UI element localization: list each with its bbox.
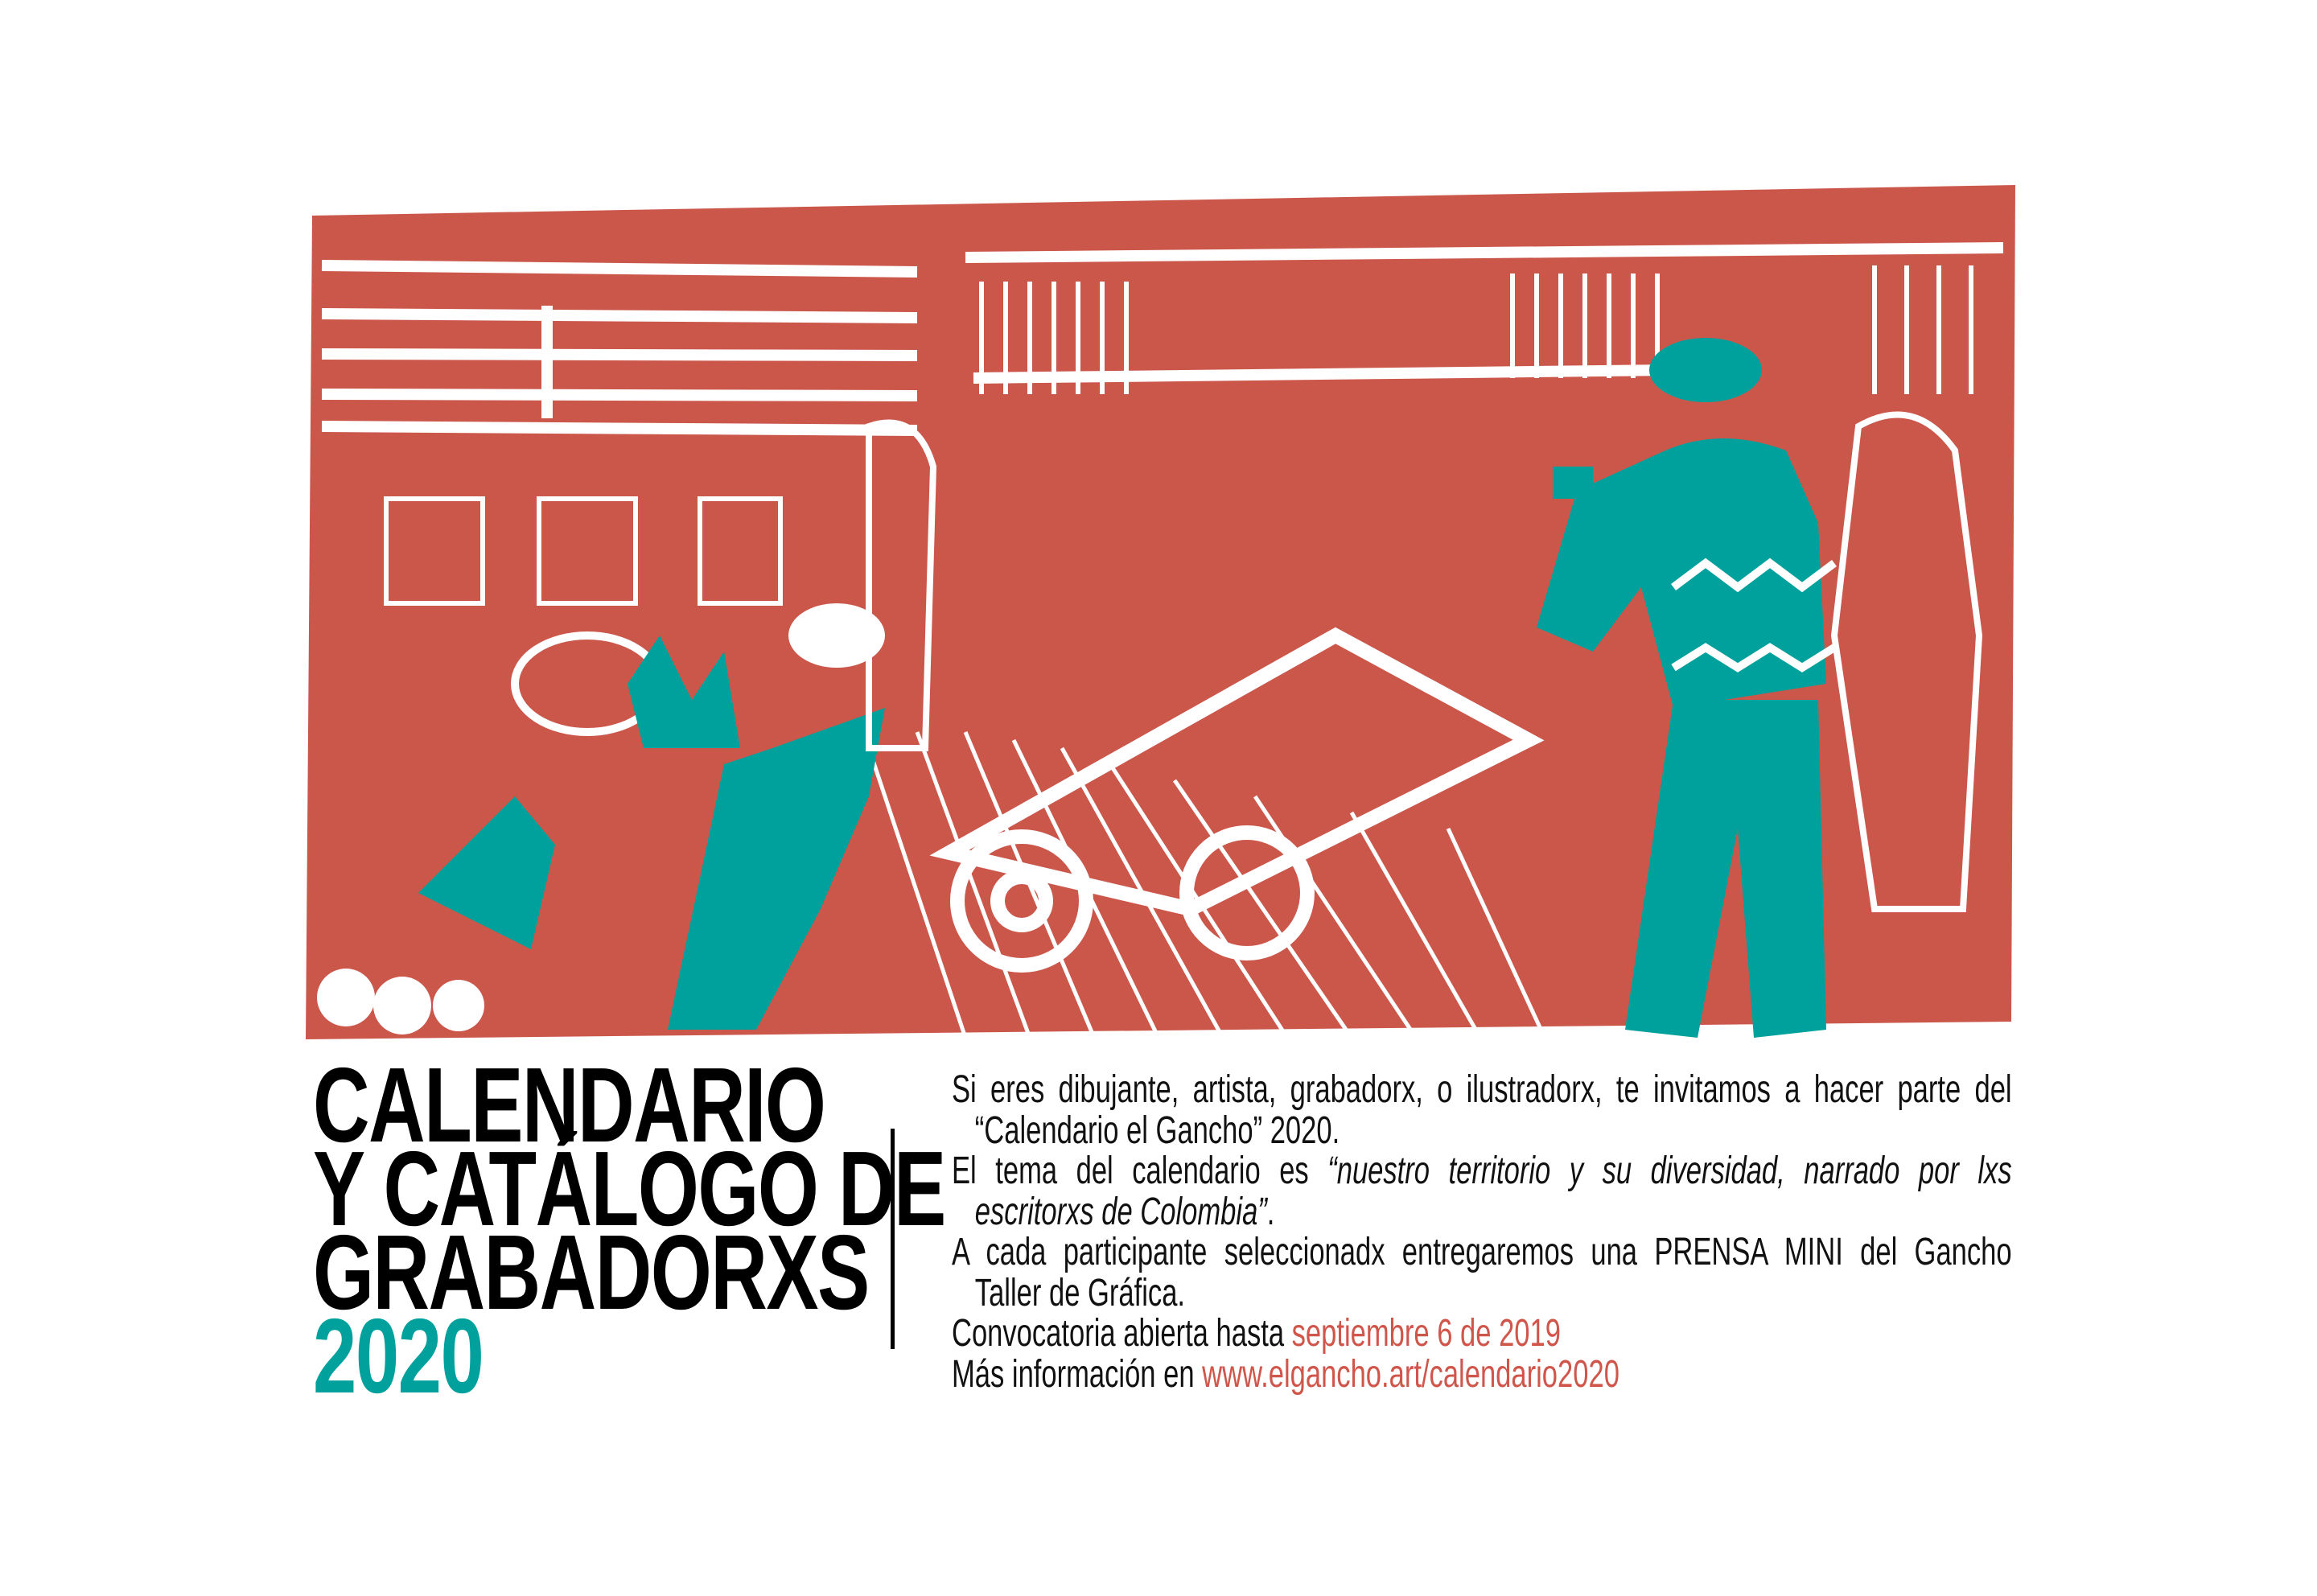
invite-line-1: Si eres dibujante, artista, grabadorx, o… <box>952 1068 2012 1111</box>
theme-quote-1: “nuestro territorio y su diversidad, nar… <box>1327 1150 2012 1192</box>
title-year: 2020 <box>313 1297 484 1415</box>
linocut-illustration <box>306 185 2015 1039</box>
cart-icon <box>929 627 1545 973</box>
vertical-divider <box>891 1129 895 1349</box>
deadline-date: septiembre 6 de 2019 <box>1291 1312 1561 1355</box>
invite-line-2: “Calendario el Gancho” 2020. <box>974 1109 1340 1152</box>
title-line-grabadorxs: GRABADORXS <box>313 1213 870 1331</box>
info-line: Más información en www.elgancho.art/cale… <box>952 1352 2012 1396</box>
title-line-catalogo: Y CATÁLOGO DE <box>313 1129 946 1248</box>
call-description: Si eres dibujante, artista, grabadorx, o… <box>952 1068 2012 1396</box>
theme-line-1: El tema del calendario es “nuestro terri… <box>952 1150 2012 1192</box>
prize-line-2: Taller de Gráfica. <box>974 1271 1186 1314</box>
poster-title: CALENDARIO Y CATÁLOGO DE GRABADORXS 2020 <box>313 1046 1167 1415</box>
background-figures <box>866 411 1983 912</box>
theme-period: . <box>1266 1190 1275 1233</box>
deadline-label: Convocatoria abierta hasta <box>952 1312 1292 1355</box>
theme-quote-2: escritorxs de Colombia” <box>974 1190 1267 1233</box>
info-label: Más información en <box>952 1352 1203 1396</box>
building-lines <box>321 242 2004 436</box>
info-link[interactable]: www.elgancho.art/calendario2020 <box>1202 1352 1619 1396</box>
theme-intro: El tema del calendario es <box>952 1150 1328 1192</box>
theme-line-2: escritorxs de Colombia”. <box>952 1190 2012 1233</box>
teal-person <box>1537 338 1826 1038</box>
deadline-line: Convocatoria abierta hasta septiembre 6 … <box>952 1312 2012 1355</box>
prize-line-1: A cada participante seleccionadx entrega… <box>952 1231 2012 1273</box>
teal-plants <box>418 636 885 1030</box>
title-line-calendario: CALENDARIO <box>313 1046 826 1164</box>
